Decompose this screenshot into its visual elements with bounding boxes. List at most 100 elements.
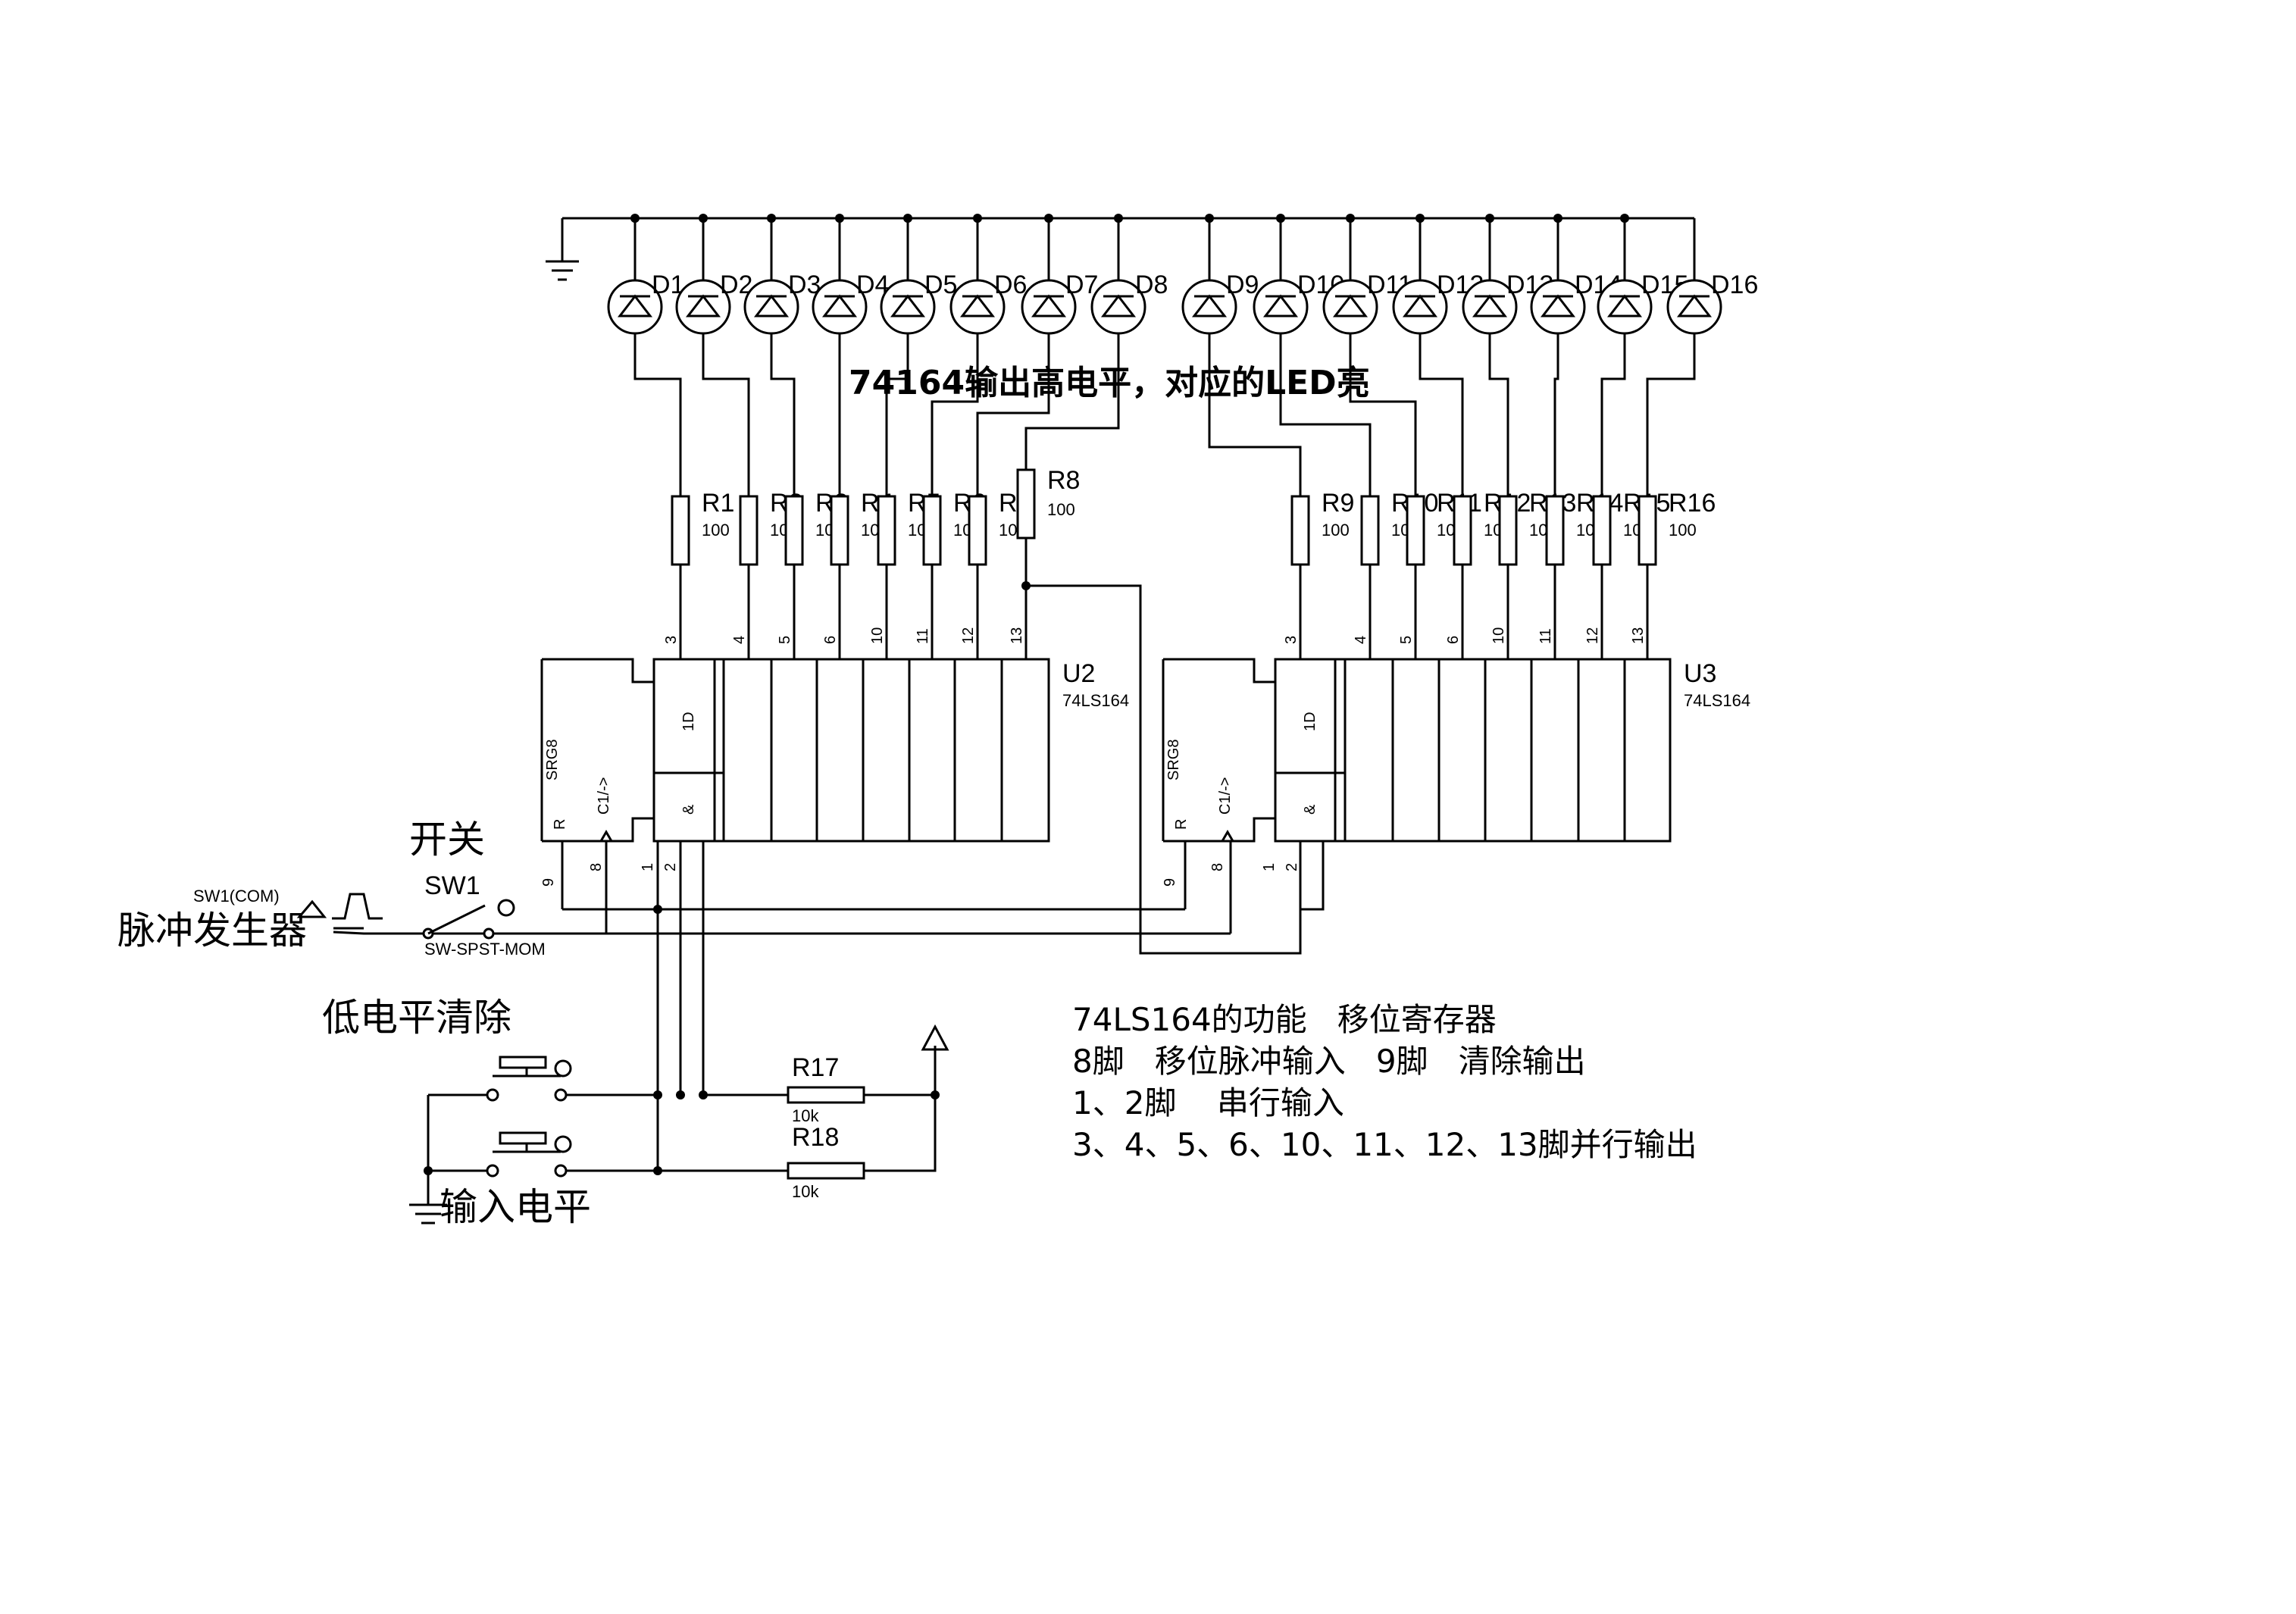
pin-label: 3	[1283, 636, 1300, 644]
pin-label: 13	[1630, 627, 1647, 644]
pullup-name: R17	[792, 1053, 839, 1082]
pin-label: 11	[1537, 628, 1554, 644]
chip-r-label: R	[552, 819, 568, 830]
led-3: D3	[743, 218, 821, 335]
led-icon	[812, 279, 868, 335]
function-notes: 74LS164的功能 移位寄存器 8脚 移位脉冲输入 9脚 清除输出 1、2脚 …	[1072, 1001, 1697, 1163]
actuator-icon	[554, 1059, 572, 1078]
pullup-name: R18	[792, 1123, 839, 1152]
switch-ref: SW1	[424, 871, 480, 900]
led-1: D1	[607, 218, 684, 335]
pulse-waveform-icon	[332, 893, 383, 920]
led-label: D16	[1711, 271, 1758, 299]
pin-label: 4	[1353, 636, 1369, 644]
pin-label: 6	[822, 636, 839, 644]
pin-label: 3	[663, 636, 680, 644]
pin-label: 8	[588, 863, 605, 871]
pin-label: 1	[1261, 863, 1278, 871]
input-level-button[interactable]: 输入电平	[439, 1131, 591, 1229]
led-icon	[1322, 279, 1378, 335]
clear-label: 低电平清除	[322, 996, 511, 1040]
pin-label: 1	[640, 863, 656, 871]
led-icon	[1181, 279, 1237, 335]
led-icon	[1253, 279, 1309, 335]
led-icon	[1666, 279, 1722, 335]
led-icon	[880, 279, 936, 335]
chip-c1-label: C1/->	[596, 777, 612, 815]
pin-label: 10	[869, 627, 886, 644]
led-icon	[743, 279, 799, 335]
resistor-r14: R14100	[1545, 489, 1623, 566]
led-8: D8	[1090, 218, 1168, 335]
pin-label: 9	[1162, 878, 1178, 887]
chip-c1-label: C1/->	[1217, 777, 1234, 815]
led-icon	[607, 279, 663, 335]
resistor-name: R16	[1669, 489, 1716, 518]
resistor-name: R1	[702, 489, 734, 518]
pullup-r17: R17 10k	[787, 1053, 865, 1125]
led-13: D13	[1462, 218, 1553, 335]
resistor-value: 100	[1669, 521, 1697, 540]
resistor-name: R8	[1047, 466, 1080, 495]
led-5: D5	[880, 218, 957, 335]
pulse-label: 脉冲发生器	[117, 909, 307, 952]
pin-label: 11	[915, 628, 931, 644]
annotation-title: 74164输出高电平，对应的LED亮	[849, 364, 1370, 402]
led-label: D9	[1226, 271, 1259, 299]
pin-label: 2	[662, 863, 679, 871]
actuator-icon	[554, 1135, 572, 1153]
led-icon	[1530, 279, 1586, 335]
led-7: D7	[1021, 218, 1098, 335]
chip-srg-label: SRG8	[1165, 740, 1182, 780]
led-4: D4	[812, 218, 889, 335]
pin-label: 5	[1398, 636, 1415, 644]
pin-label: 2	[1284, 863, 1300, 871]
pulse-com-label: SW1(COM)	[193, 887, 280, 906]
chip-part: 74LS164	[1062, 691, 1129, 710]
note-line: 74LS164的功能 移位寄存器	[1072, 1001, 1497, 1038]
pullup-value: 10k	[792, 1182, 819, 1201]
led-label: D8	[1135, 271, 1168, 299]
actuator-icon	[497, 899, 515, 917]
led-label: D5	[924, 271, 957, 299]
chip-ref: U3	[1684, 659, 1716, 688]
led-icon	[1597, 279, 1653, 335]
resistor-r10: R10100	[1360, 489, 1438, 566]
resistor-r15: R15100	[1592, 489, 1670, 566]
pin-label: 8	[1209, 863, 1226, 871]
led-icon	[1462, 279, 1518, 335]
switch-model: SW-SPST-MOM	[424, 940, 546, 959]
clear-button[interactable]: 低电平清除	[322, 996, 572, 1102]
chip-and-label: &	[680, 804, 697, 815]
chip-and-label: &	[1302, 804, 1318, 815]
led-10: D10	[1253, 218, 1344, 335]
resistor-name: R9	[1322, 489, 1354, 518]
led-icon	[1090, 279, 1146, 335]
led-9: D9	[1181, 218, 1259, 335]
pullup-value: 10k	[792, 1106, 819, 1125]
resistor-group: R1100R2100R3100R4100R5100R6100R7100R8100…	[671, 466, 1716, 566]
chip-srg-label: SRG8	[544, 740, 561, 780]
pullup-r18: R18 10k	[787, 1123, 865, 1201]
pin-label: 4	[731, 636, 748, 644]
resistor-r13: R13100	[1498, 489, 1576, 566]
pin-label: 9	[540, 878, 557, 887]
led-label: D7	[1065, 271, 1098, 299]
pin-label: 12	[960, 627, 977, 644]
led-icon	[1392, 279, 1448, 335]
resistor-value: 100	[702, 521, 730, 540]
led-15: D15	[1597, 218, 1688, 335]
chip-ref: U2	[1062, 659, 1095, 688]
switch-title: 开关	[409, 818, 485, 862]
switch-sw1: 开关 SW1 SW-SPST-MOM	[409, 818, 546, 959]
note-line: 1、2脚 串行输入	[1072, 1084, 1344, 1121]
input-level-label: 输入电平	[439, 1185, 591, 1229]
